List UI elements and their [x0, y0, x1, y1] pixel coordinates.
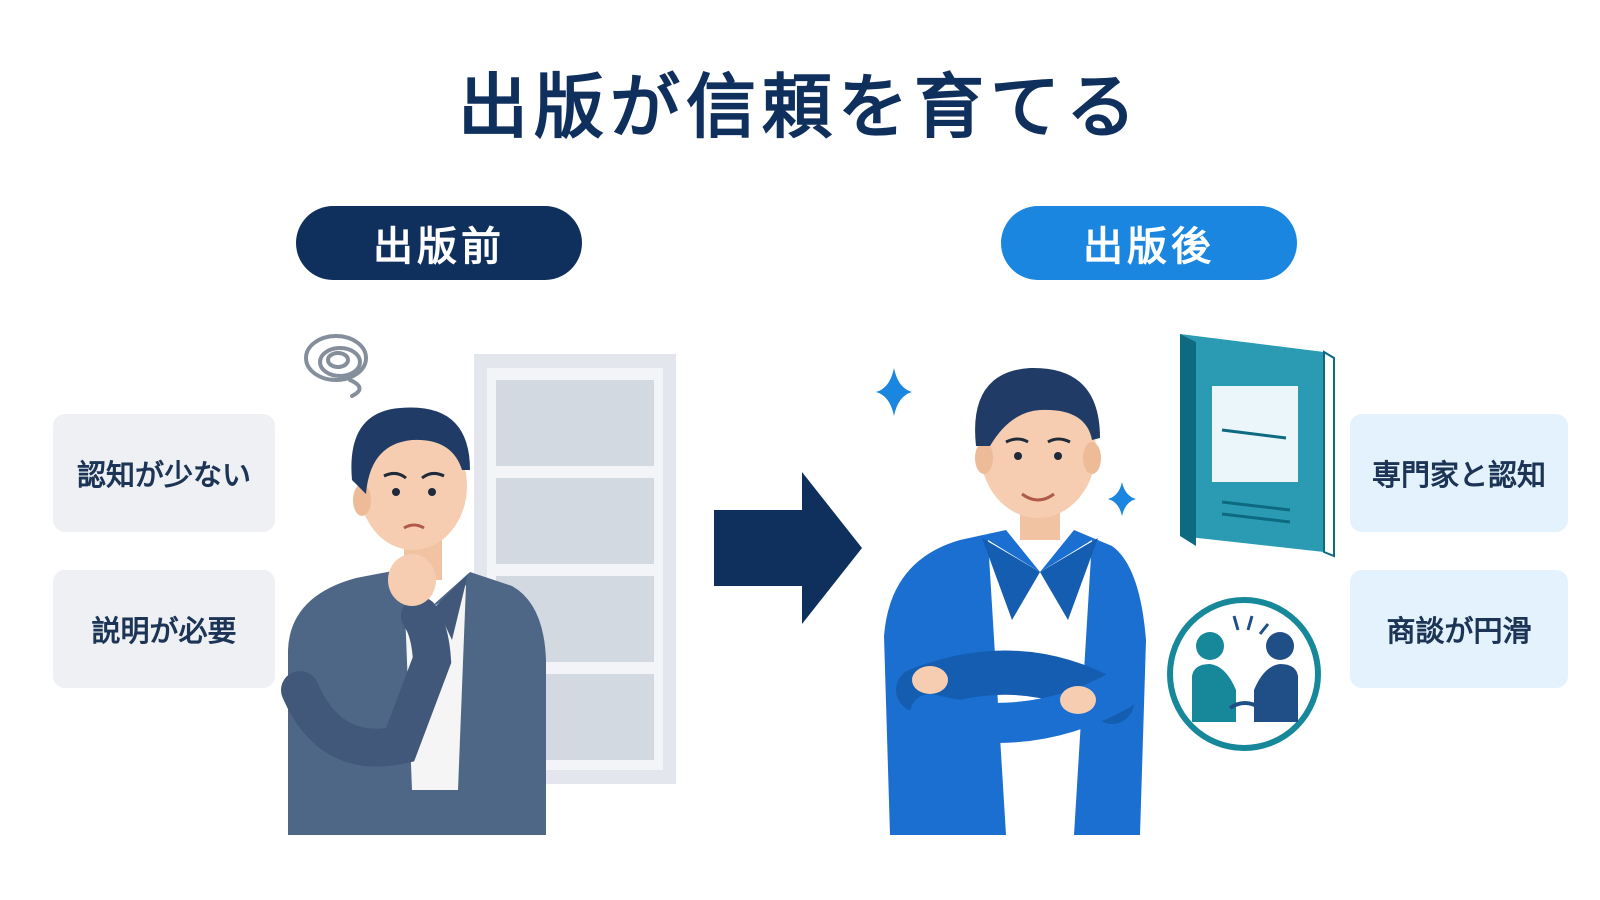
- before-item-explanation: 説明が必要: [53, 570, 275, 688]
- after-item-negotiation: 商談が円滑: [1350, 570, 1568, 688]
- confident-man-icon: [884, 367, 1146, 835]
- arrow-right-icon: [714, 472, 862, 624]
- before-item-awareness: 認知が少ない: [53, 414, 275, 532]
- page-title: 出版が信頼を育てる: [458, 66, 1142, 148]
- book-icon: [1180, 334, 1335, 558]
- sparkle-icon: [876, 368, 912, 416]
- confusion-scribble-icon: [304, 334, 368, 398]
- after-label: 出版後: [1001, 206, 1297, 280]
- sparkle-icon: [1108, 482, 1136, 516]
- before-label: 出版前: [296, 206, 582, 280]
- handshake-icon: [1167, 597, 1321, 751]
- worried-man-icon: [281, 407, 546, 835]
- after-item-expert: 専門家と認知: [1350, 414, 1568, 532]
- empty-bookshelf-icon: [474, 354, 676, 784]
